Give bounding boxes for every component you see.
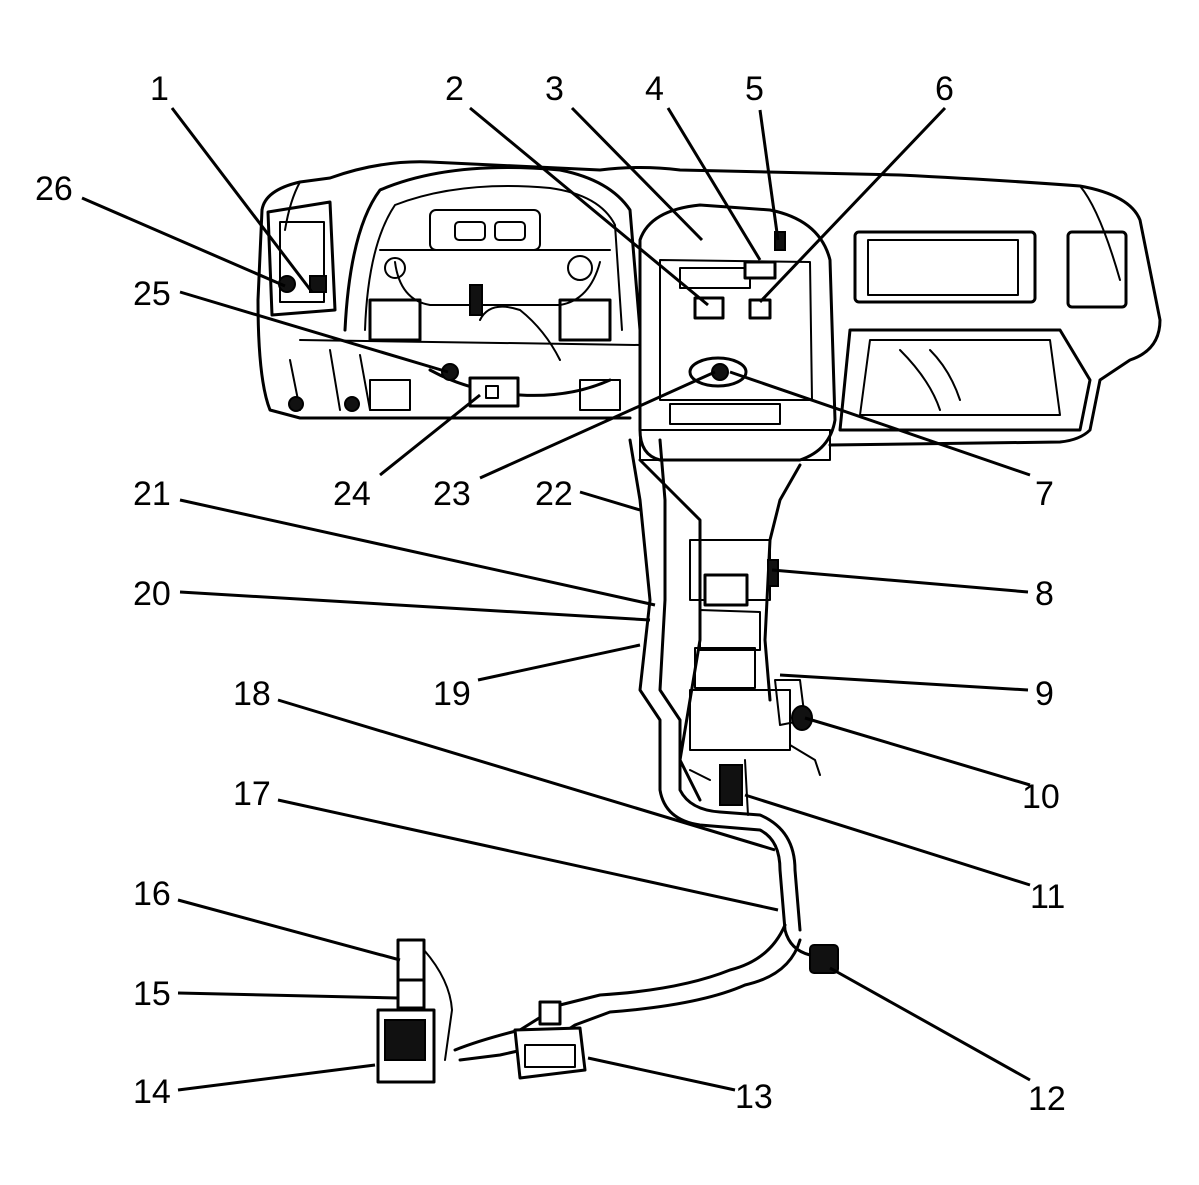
callout-7: 7	[1035, 475, 1054, 513]
callout-2: 2	[445, 70, 464, 108]
instrument-panel	[256, 160, 1162, 462]
callout-13: 13	[735, 1078, 773, 1116]
callout-6: 6	[935, 70, 954, 108]
callout-14: 14	[133, 1073, 171, 1111]
leader-23	[479, 370, 716, 480]
leader-22	[579, 490, 641, 512]
callout-19: 19	[433, 675, 471, 713]
callout-4: 4	[645, 70, 664, 108]
callout-11: 11	[1030, 878, 1065, 916]
callout-5: 5	[745, 70, 764, 108]
leader-4	[666, 107, 762, 261]
wiring-harness	[376, 438, 839, 1084]
leader-11	[744, 793, 1031, 887]
callout-9: 9	[1035, 675, 1054, 713]
callout-24: 24	[333, 475, 371, 513]
callout-15: 15	[133, 975, 171, 1013]
callout-16: 16	[133, 875, 171, 913]
callout-23: 23	[433, 475, 471, 513]
leader-10	[804, 716, 1031, 787]
leader-3	[570, 106, 704, 242]
steering-column-assembly	[638, 458, 821, 816]
leader-16	[177, 898, 401, 962]
callout-25: 25	[133, 275, 171, 313]
leader-5	[758, 109, 780, 241]
leader-lines	[81, 106, 1031, 1092]
leader-26	[81, 196, 286, 288]
leader-1	[170, 107, 314, 293]
callout-17: 17	[233, 775, 271, 813]
leader-25	[179, 290, 449, 374]
leader-24	[379, 393, 481, 477]
callout-numbers: 1 2 3 4 5 6 7 8 9 10 11 12 13 14 15 16 1…	[35, 70, 1066, 1118]
callout-20: 20	[133, 575, 171, 613]
callout-18: 18	[233, 675, 271, 713]
leader-9	[779, 673, 1029, 692]
leader-17	[277, 798, 779, 912]
leader-15	[177, 991, 399, 1000]
callout-10: 10	[1022, 778, 1060, 816]
leader-19	[477, 643, 641, 682]
callout-8: 8	[1035, 575, 1054, 613]
callout-1: 1	[150, 70, 169, 108]
leader-6	[758, 106, 947, 304]
leader-20	[179, 590, 651, 622]
leader-13	[587, 1056, 736, 1092]
callout-12: 12	[1028, 1080, 1066, 1118]
callout-3: 3	[545, 70, 564, 108]
leader-2	[469, 106, 709, 307]
leader-12	[829, 966, 1031, 1082]
leader-7	[729, 370, 1031, 477]
leader-21	[179, 498, 656, 607]
leader-8	[771, 568, 1029, 594]
callout-26: 26	[35, 170, 73, 208]
leader-18	[277, 698, 776, 852]
leader-14	[177, 1063, 376, 1092]
callout-22: 22	[535, 475, 573, 513]
callout-21: 21	[133, 475, 171, 513]
